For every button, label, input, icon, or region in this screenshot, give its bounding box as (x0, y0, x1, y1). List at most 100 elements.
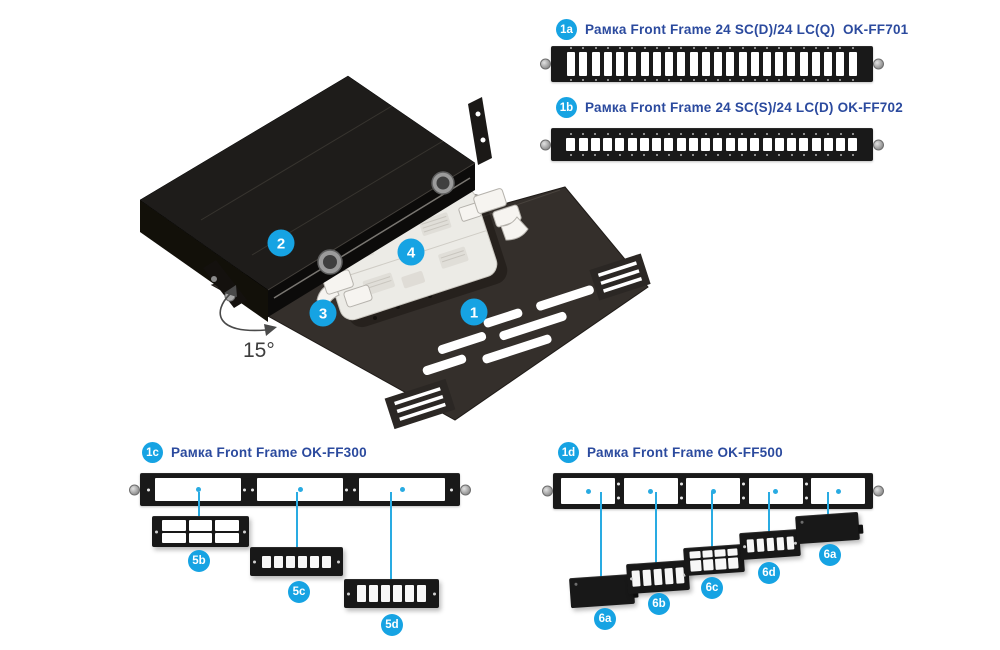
slot (750, 133, 760, 156)
screw-icon (873, 58, 884, 70)
cable-clips-right (458, 188, 529, 241)
module-5d-holes (344, 579, 439, 608)
slot (188, 532, 213, 543)
module-6d-slot-plate (739, 528, 801, 561)
slot (689, 550, 701, 559)
leader-line (390, 492, 392, 581)
svg-text:1: 1 (470, 304, 478, 321)
slot (652, 47, 661, 81)
svg-text:3: 3 (319, 305, 327, 322)
callout-2: 2 (267, 229, 295, 257)
leader-line (768, 492, 770, 533)
cutouts-ff500 (553, 473, 873, 509)
mount-holes (742, 482, 745, 500)
adapter-slots-ff702 (551, 128, 873, 161)
slot (578, 133, 588, 156)
badge-5c: 5c (288, 581, 310, 603)
screw-icon (540, 58, 551, 70)
slot (417, 585, 426, 602)
slot (215, 520, 239, 531)
slot (766, 537, 774, 552)
screw-hole (243, 530, 246, 533)
slot (824, 47, 833, 81)
slot (653, 568, 663, 586)
mount-holes (243, 488, 254, 491)
badge-1c: 1c (142, 442, 163, 463)
slot (369, 585, 378, 602)
slot (566, 133, 576, 156)
slot (701, 47, 710, 81)
module-6b-slot-plate (626, 559, 690, 595)
cutouts-ff300 (140, 473, 460, 506)
title-ff701: Рамка Front Frame 24 SC(D)/24 LC(Q) OK-F… (585, 22, 909, 37)
slot (359, 478, 445, 501)
slot (322, 555, 331, 568)
slot (725, 133, 735, 156)
leader-line (655, 492, 657, 564)
slot (162, 520, 186, 531)
slot (701, 133, 711, 156)
callout-3: 3 (309, 299, 337, 327)
svg-text:4: 4 (407, 244, 416, 261)
slot (561, 478, 615, 504)
slot (688, 133, 698, 156)
mount-holes (345, 488, 356, 491)
slot (381, 585, 390, 602)
slot (836, 133, 846, 156)
badge-6d: 6d (758, 562, 780, 584)
screw-icon (873, 485, 884, 497)
slot (811, 47, 820, 81)
mount-hole (450, 488, 453, 491)
slot (188, 520, 213, 531)
svg-text:2: 2 (277, 235, 285, 252)
slot (714, 549, 726, 557)
slot (162, 532, 186, 543)
module-5b-holes (152, 516, 249, 547)
slot (811, 133, 821, 156)
slot (799, 133, 809, 156)
leader-line (296, 492, 298, 549)
module-5b-duplex-plate (152, 516, 249, 547)
rack-ear-top (468, 97, 492, 165)
slot (676, 133, 686, 156)
slot (762, 47, 771, 81)
slot (776, 537, 784, 551)
screw-icon (542, 485, 553, 497)
slot (215, 532, 239, 543)
title-ff702: Рамка Front Frame 24 SC(S)/24 LC(D) OK-F… (585, 100, 903, 115)
screw-hole (253, 560, 256, 563)
arrowhead-right (264, 324, 277, 336)
leader-line (600, 492, 602, 578)
screw-icon (129, 484, 140, 495)
badge-6a: 6a (819, 544, 841, 566)
slot (848, 47, 857, 81)
slot (623, 478, 678, 504)
slot (664, 567, 674, 585)
tray-vent-slots (422, 285, 594, 376)
adapter-slots-ff701 (551, 46, 873, 82)
slot (811, 478, 865, 504)
slot (310, 555, 319, 568)
module-6a-blank-plate (795, 511, 860, 545)
slot (603, 133, 613, 156)
slot (774, 133, 784, 156)
angle-label: 15° (243, 339, 275, 362)
slot (628, 47, 637, 81)
badge-5b: 5b (188, 550, 210, 572)
front-frame-ff500 (542, 473, 884, 509)
screw-hole (155, 530, 158, 533)
slot (286, 555, 295, 568)
rack-ear-right (589, 253, 651, 301)
mount-holes (680, 482, 683, 500)
slot (298, 555, 307, 568)
mount-hole (147, 488, 150, 491)
slot (665, 47, 674, 81)
slot (262, 555, 271, 568)
leader-line (198, 492, 200, 518)
badge-1d: 1d (558, 442, 579, 463)
slot (591, 47, 600, 81)
badge-6c: 6c (701, 577, 723, 599)
callout-1: 1 (460, 298, 488, 326)
